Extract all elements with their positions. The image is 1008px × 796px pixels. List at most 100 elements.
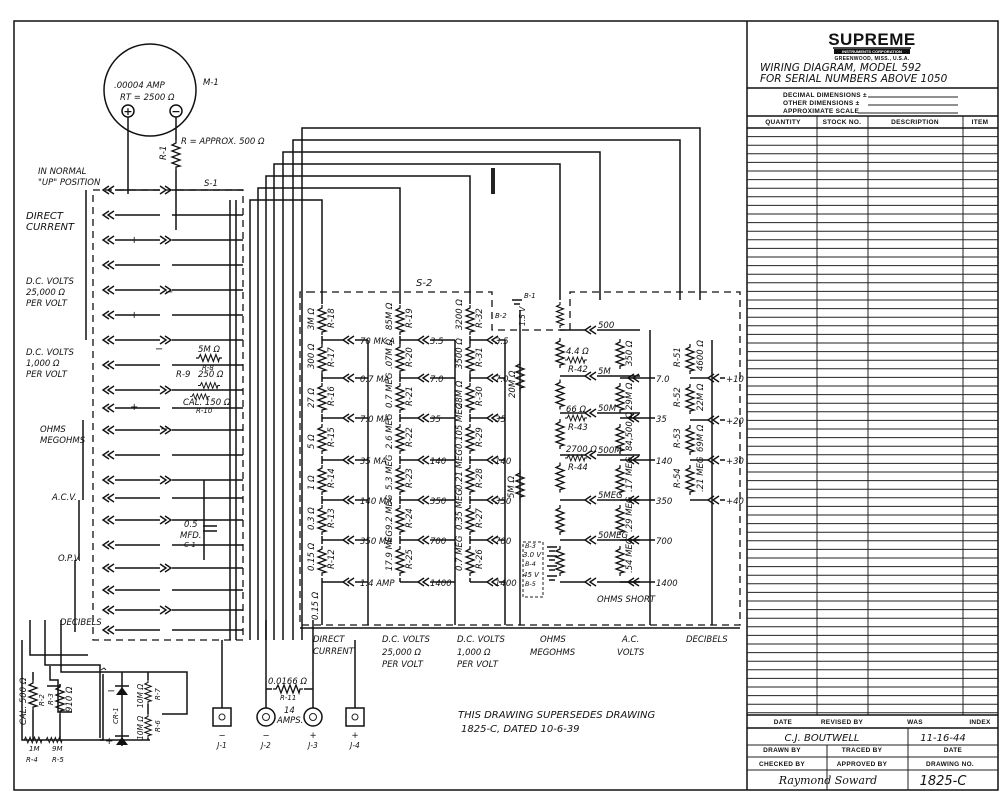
tap-label: 7.0 <box>495 375 509 385</box>
tap-label: 50M <box>598 404 617 414</box>
b1-value: 1.5 V <box>518 306 527 326</box>
r2-value: CAL. 500 Ω <box>19 677 29 725</box>
s1-label-direct-current: DIRECT <box>26 211 64 222</box>
s1-note-line2: "UP" POSITION <box>38 178 101 188</box>
rectifier-network: CAL. 500 Ω R-2 R-3 910 Ω 1M 9M R-4 R-5 −… <box>19 620 188 764</box>
resistor-value: 69M Ω <box>696 424 706 452</box>
resistor-icon <box>465 504 475 536</box>
resistor-value: 0.15 Ω <box>307 542 317 571</box>
b5-value: 45 V <box>523 571 540 579</box>
tap-label: 700 <box>495 537 511 547</box>
switch-contact-right-icon <box>159 385 172 395</box>
other-dimensions-label: OTHER DIMENSIONS ± <box>783 100 860 107</box>
resistor-value: 4.4 Ω <box>566 347 589 357</box>
s2-bottom-ac: A.C. <box>621 635 639 645</box>
polarity-mark: − <box>160 424 168 435</box>
approved-by-label: APPROVED BY <box>837 761 888 768</box>
switch-contact-icon <box>584 408 597 418</box>
tap-label: 35 MA <box>360 457 387 467</box>
resistor-value: 1 Ω <box>307 475 317 490</box>
r11-value: 0.0166 Ω <box>268 677 307 687</box>
r10-id: R-10 <box>196 407 213 415</box>
parts-list-grid <box>747 116 998 715</box>
switch-contact-icon <box>342 535 355 545</box>
resistor-icon <box>555 378 565 411</box>
jack-j3[interactable] <box>303 707 323 727</box>
resistor-id: R-29 <box>475 427 485 447</box>
jack-j1[interactable] <box>212 707 232 727</box>
resistor-id: R-18 <box>327 308 337 328</box>
tap-label: 7.0 <box>656 375 670 385</box>
resistor-id: R-27 <box>475 508 485 528</box>
resistor-icon <box>395 423 405 455</box>
tap-label: 0.7 MA <box>360 375 390 385</box>
resistor-r6-icon <box>144 713 152 739</box>
resistor-value: 5.3 MEG <box>385 454 395 490</box>
tap-label: 140 <box>430 457 446 467</box>
s1-label-direct-current-2: CURRENT <box>26 222 75 233</box>
resistor-icon <box>564 454 588 462</box>
s2-bottom-dcv1k-3: PER VOLT <box>457 660 499 670</box>
switch-contact-left-icon <box>102 563 115 573</box>
title-block: SUPREME INSTRUMENTS CORPORATION GREENWOO… <box>746 21 998 790</box>
resistor-icon <box>465 382 475 414</box>
switch-contact-icon <box>417 577 430 587</box>
r6-id: R-6 <box>154 720 162 732</box>
switch-contact-left-icon <box>102 185 115 195</box>
tap-label: 5MEG <box>598 491 623 501</box>
j1-id: J-1 <box>215 741 227 750</box>
polarity-mark: + <box>130 310 138 321</box>
jack-j4[interactable] <box>345 707 365 727</box>
j2-id: J-2 <box>259 741 271 750</box>
s2-bottom-dcv25k: D.C. VOLTS <box>382 635 430 645</box>
resistor-r9-icon <box>197 381 221 390</box>
switch-contact-left-icon <box>102 540 115 550</box>
resistor-icon <box>395 464 405 496</box>
switch-contact-left-icon <box>102 360 115 370</box>
resistor-id: R-53 <box>673 428 683 448</box>
supersedes-note-line1: THIS DRAWING SUPERSEDES DRAWING <box>458 710 655 721</box>
jack-j2[interactable] <box>256 707 276 727</box>
resistor-icon <box>317 464 327 496</box>
tap-label: 140 MA <box>360 497 392 507</box>
tap-label: 350 MA <box>360 537 392 547</box>
r34-value: 5M Ω <box>507 476 517 498</box>
r6-value: 10M Ω <box>136 716 145 740</box>
meter-m1: .00004 AMP RT = 2500 Ω M-1 + − R-1 R = A… <box>103 43 265 230</box>
resistor-value: .21 MEG <box>696 456 706 492</box>
switch-contact-right-icon <box>159 235 172 245</box>
resistor-value: 350 Ω <box>625 340 635 366</box>
s1-label-decibels: DECIBELS <box>60 618 102 628</box>
drawing-no-label: DRAWING NO. <box>926 761 974 768</box>
cr1-plus: + <box>105 736 113 747</box>
switch-s1: IN NORMAL "UP" POSITION S-1 +−+−+− DIREC… <box>26 167 244 641</box>
switch-contact-right-icon <box>159 335 172 345</box>
r5-id: R-5 <box>52 756 64 764</box>
approximate-scale-label: APPROXIMATE SCALE <box>783 108 859 115</box>
resistor-icon <box>685 464 695 496</box>
resistor-icon <box>555 418 565 450</box>
r8-value: 5M Ω <box>198 345 220 355</box>
amps-note-1: 14 <box>284 706 295 716</box>
tap-label: 50MEG <box>598 531 629 541</box>
r2-id: R-2 <box>38 694 46 706</box>
resistor-value: 28M Ω <box>455 380 465 408</box>
switch-contact-left-icon <box>102 210 115 220</box>
s1-label-acv: A.C.V. <box>51 493 77 503</box>
switch-contact-icon <box>417 413 430 423</box>
tap-label: 1.4 AMP <box>360 579 395 589</box>
tap-label: +40 <box>726 497 744 507</box>
polarity-mark: + <box>130 235 138 246</box>
s2-bottom-direct-current: DIRECT <box>313 635 345 645</box>
tap-label: 140 <box>495 457 511 467</box>
s1-label-dcv1k: D.C. VOLTS <box>26 348 74 358</box>
s1-label-dcv25k-2: 25,000 Ω <box>26 288 65 298</box>
tap-label: 350 <box>495 497 511 507</box>
resistor-value: 3M Ω <box>307 308 317 330</box>
resistor-id: R-24 <box>405 508 415 528</box>
j3-id: J-3 <box>306 741 318 750</box>
checked-by-label: CHECKED BY <box>759 761 805 768</box>
resistor-r8-icon <box>195 353 223 363</box>
resistor-icon <box>465 545 475 577</box>
resistor-value: 0.21 MEG <box>455 449 465 490</box>
